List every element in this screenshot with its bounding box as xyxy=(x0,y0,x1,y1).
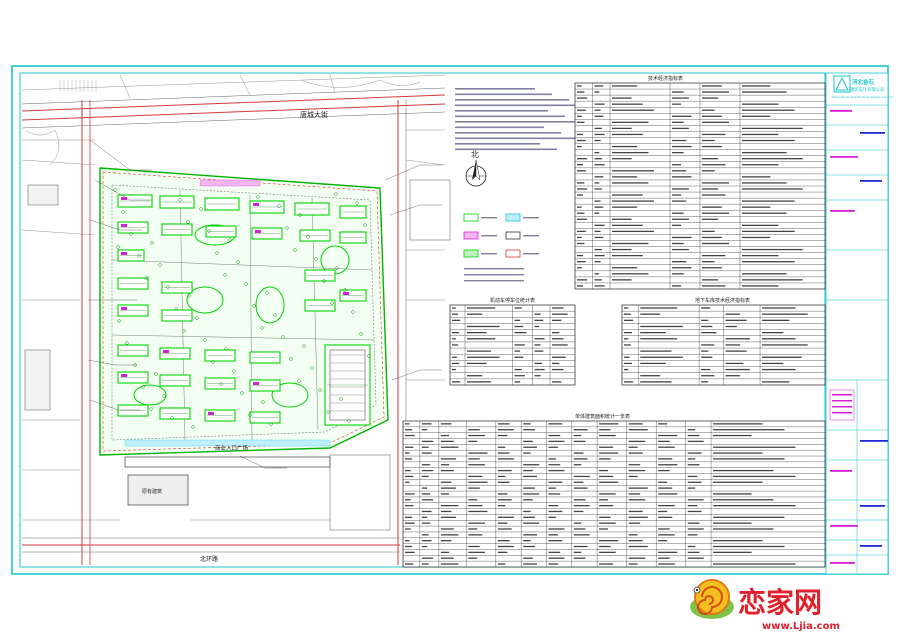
unit-marker xyxy=(121,307,127,310)
unit-marker xyxy=(121,374,127,377)
west-neighbor-building xyxy=(24,349,51,411)
unit-marker xyxy=(163,350,169,353)
site-plan: 唐城大街 北环路 商业入口广场 原有建筑 xyxy=(21,74,451,565)
stats-table xyxy=(402,420,826,568)
road-south-label: 北环路 xyxy=(200,555,218,563)
tech-table-title: 技术经济指标表 xyxy=(648,75,683,82)
watermark-brand: 恋家网 xyxy=(738,586,822,619)
neighbor-building xyxy=(127,474,189,506)
legend xyxy=(463,213,539,282)
company-logo-icon xyxy=(833,75,851,93)
watermark-url: www.Ljia.com xyxy=(762,621,840,632)
entrance-label: 商业入口广场 xyxy=(215,444,249,452)
company-name-en: Hebei Jinshi Architectural Design Co.,Lt… xyxy=(832,95,894,99)
north-road xyxy=(21,87,446,129)
unit-marker xyxy=(121,197,127,200)
road-north-label: 唐城大街 xyxy=(300,110,328,119)
unit-marker xyxy=(121,252,127,255)
tech-table xyxy=(574,82,826,290)
snail-mascot-icon xyxy=(690,579,734,619)
design-notes xyxy=(455,88,586,151)
internal-layout xyxy=(111,179,377,447)
parking-table-title: 机动车停车位统计表 xyxy=(490,297,535,304)
stats-table-title: 单体建筑面积统计一览表 xyxy=(575,413,630,420)
title-block xyxy=(825,72,889,575)
basement-table xyxy=(621,304,826,386)
north-label: 北 xyxy=(471,150,479,159)
unit-marker xyxy=(343,292,349,295)
watermark-logo xyxy=(690,579,734,619)
annotation-leaders xyxy=(87,139,442,469)
unit-marker xyxy=(255,230,261,233)
east-parcel xyxy=(409,179,451,241)
unit-marker xyxy=(253,382,259,385)
north-arrow xyxy=(465,159,487,187)
company-name-line2: 建筑设计有限公司 xyxy=(850,86,884,93)
parking-table xyxy=(449,304,576,386)
unit-marker xyxy=(121,224,127,227)
unit-marker xyxy=(253,203,259,206)
company-name: 河北金石 xyxy=(852,78,875,86)
commercial-strip xyxy=(124,456,331,468)
west-neighbor-building-2 xyxy=(27,184,59,206)
southeast-parcel xyxy=(329,454,391,531)
surrounding-map xyxy=(21,74,446,521)
neighbor-label: 原有建筑 xyxy=(142,488,162,495)
south-road xyxy=(22,537,400,553)
redline-boundary xyxy=(102,171,385,452)
unit-marker xyxy=(208,412,214,415)
basement-table-title: 地下车库技术经济指标表 xyxy=(695,297,750,304)
